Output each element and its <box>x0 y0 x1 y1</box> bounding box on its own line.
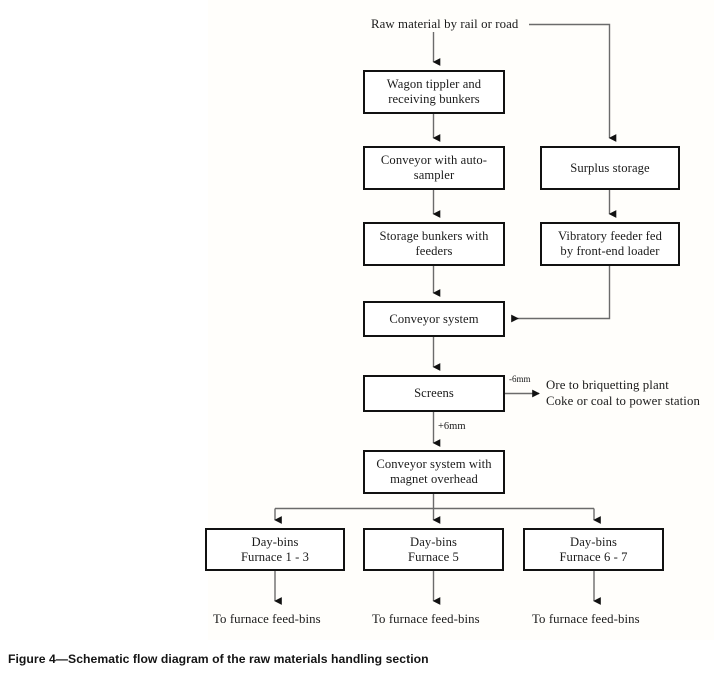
screens-output-text: Ore to briquetting plant Coke or coal to… <box>546 378 700 408</box>
edge-label-screens-undersize: -6mm <box>509 374 531 384</box>
node-screens-label: Screens <box>414 386 454 401</box>
terminal-output-furnace-1-3: To furnace feed-bins <box>213 612 321 626</box>
node-surplus-storage-label: Surplus storage <box>570 160 650 175</box>
node-storage-bunkers-label: Storage bunkers with feeders <box>379 229 489 258</box>
terminal-output-furnace-6-7: To furnace feed-bins <box>532 612 640 626</box>
edge-label-screens-oversize: +6mm <box>438 421 466 432</box>
node-day-bins-furnace-5-label: Day-bins Furnace 5 <box>408 534 459 564</box>
diagram-connectors <box>274 23 617 605</box>
node-conveyor-magnet-label: Conveyor system with magnet overhead <box>376 457 492 486</box>
node-day-bins-furnace-6-7[interactable]: Day-bins Furnace 6 - 7 <box>523 528 664 571</box>
node-conveyor-auto-sampler-label: Conveyor with auto- sampler <box>380 153 488 182</box>
node-screens[interactable]: Screens <box>363 375 505 412</box>
node-day-bins-furnace-5[interactable]: Day-bins Furnace 5 <box>363 528 504 571</box>
node-vibratory-feeder-label: Vibratory feeder fed by front-end loader <box>557 229 663 258</box>
node-conveyor-auto-sampler[interactable]: Conveyor with auto- sampler <box>363 146 505 190</box>
figure-caption: Figure 4—Schematic flow diagram of the r… <box>8 652 429 666</box>
node-wagon-tippler-label: Wagon tippler and receiving bunkers <box>386 77 482 106</box>
node-day-bins-furnace-1-3-label: Day-bins Furnace 1 - 3 <box>240 534 310 564</box>
node-storage-bunkers[interactable]: Storage bunkers with feeders <box>363 222 505 266</box>
node-surplus-storage[interactable]: Surplus storage <box>540 146 680 190</box>
node-conveyor-system[interactable]: Conveyor system <box>363 301 505 337</box>
source-label-raw-material: Raw material by rail or road <box>371 17 519 31</box>
terminal-output-furnace-5: To furnace feed-bins <box>372 612 480 626</box>
node-vibratory-feeder[interactable]: Vibratory feeder fed by front-end loader <box>540 222 680 266</box>
node-wagon-tippler[interactable]: Wagon tippler and receiving bunkers <box>363 70 505 114</box>
node-day-bins-furnace-1-3[interactable]: Day-bins Furnace 1 - 3 <box>205 528 345 571</box>
node-conveyor-magnet[interactable]: Conveyor system with magnet overhead <box>363 450 505 494</box>
node-conveyor-system-label: Conveyor system <box>389 311 479 326</box>
node-day-bins-furnace-6-7-label: Day-bins Furnace 6 - 7 <box>559 534 628 564</box>
